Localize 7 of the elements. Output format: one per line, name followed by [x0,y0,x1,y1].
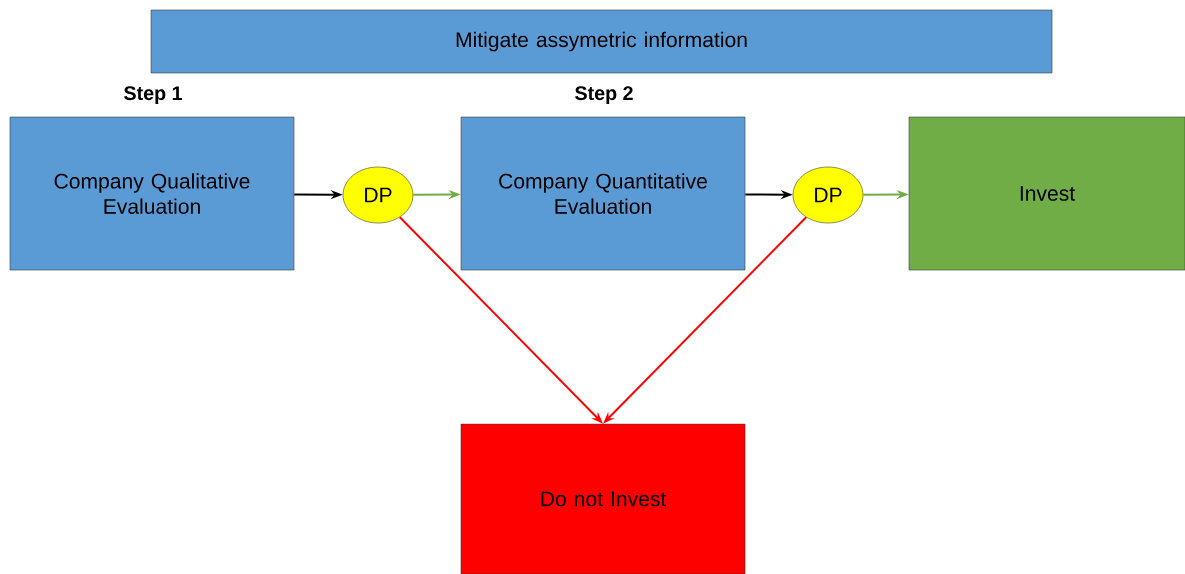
process-box: Company Qualitative Evaluation [9,116,295,271]
process-box: Do not Invest [460,423,746,574]
step-label: Step 1 [124,86,182,105]
step-label: Step 2 [575,86,633,105]
process-box: Company Quantitative Evaluation [460,116,746,271]
process-box: Invest [908,116,1185,271]
process-box: Mitigate assymetric information [150,9,1053,74]
